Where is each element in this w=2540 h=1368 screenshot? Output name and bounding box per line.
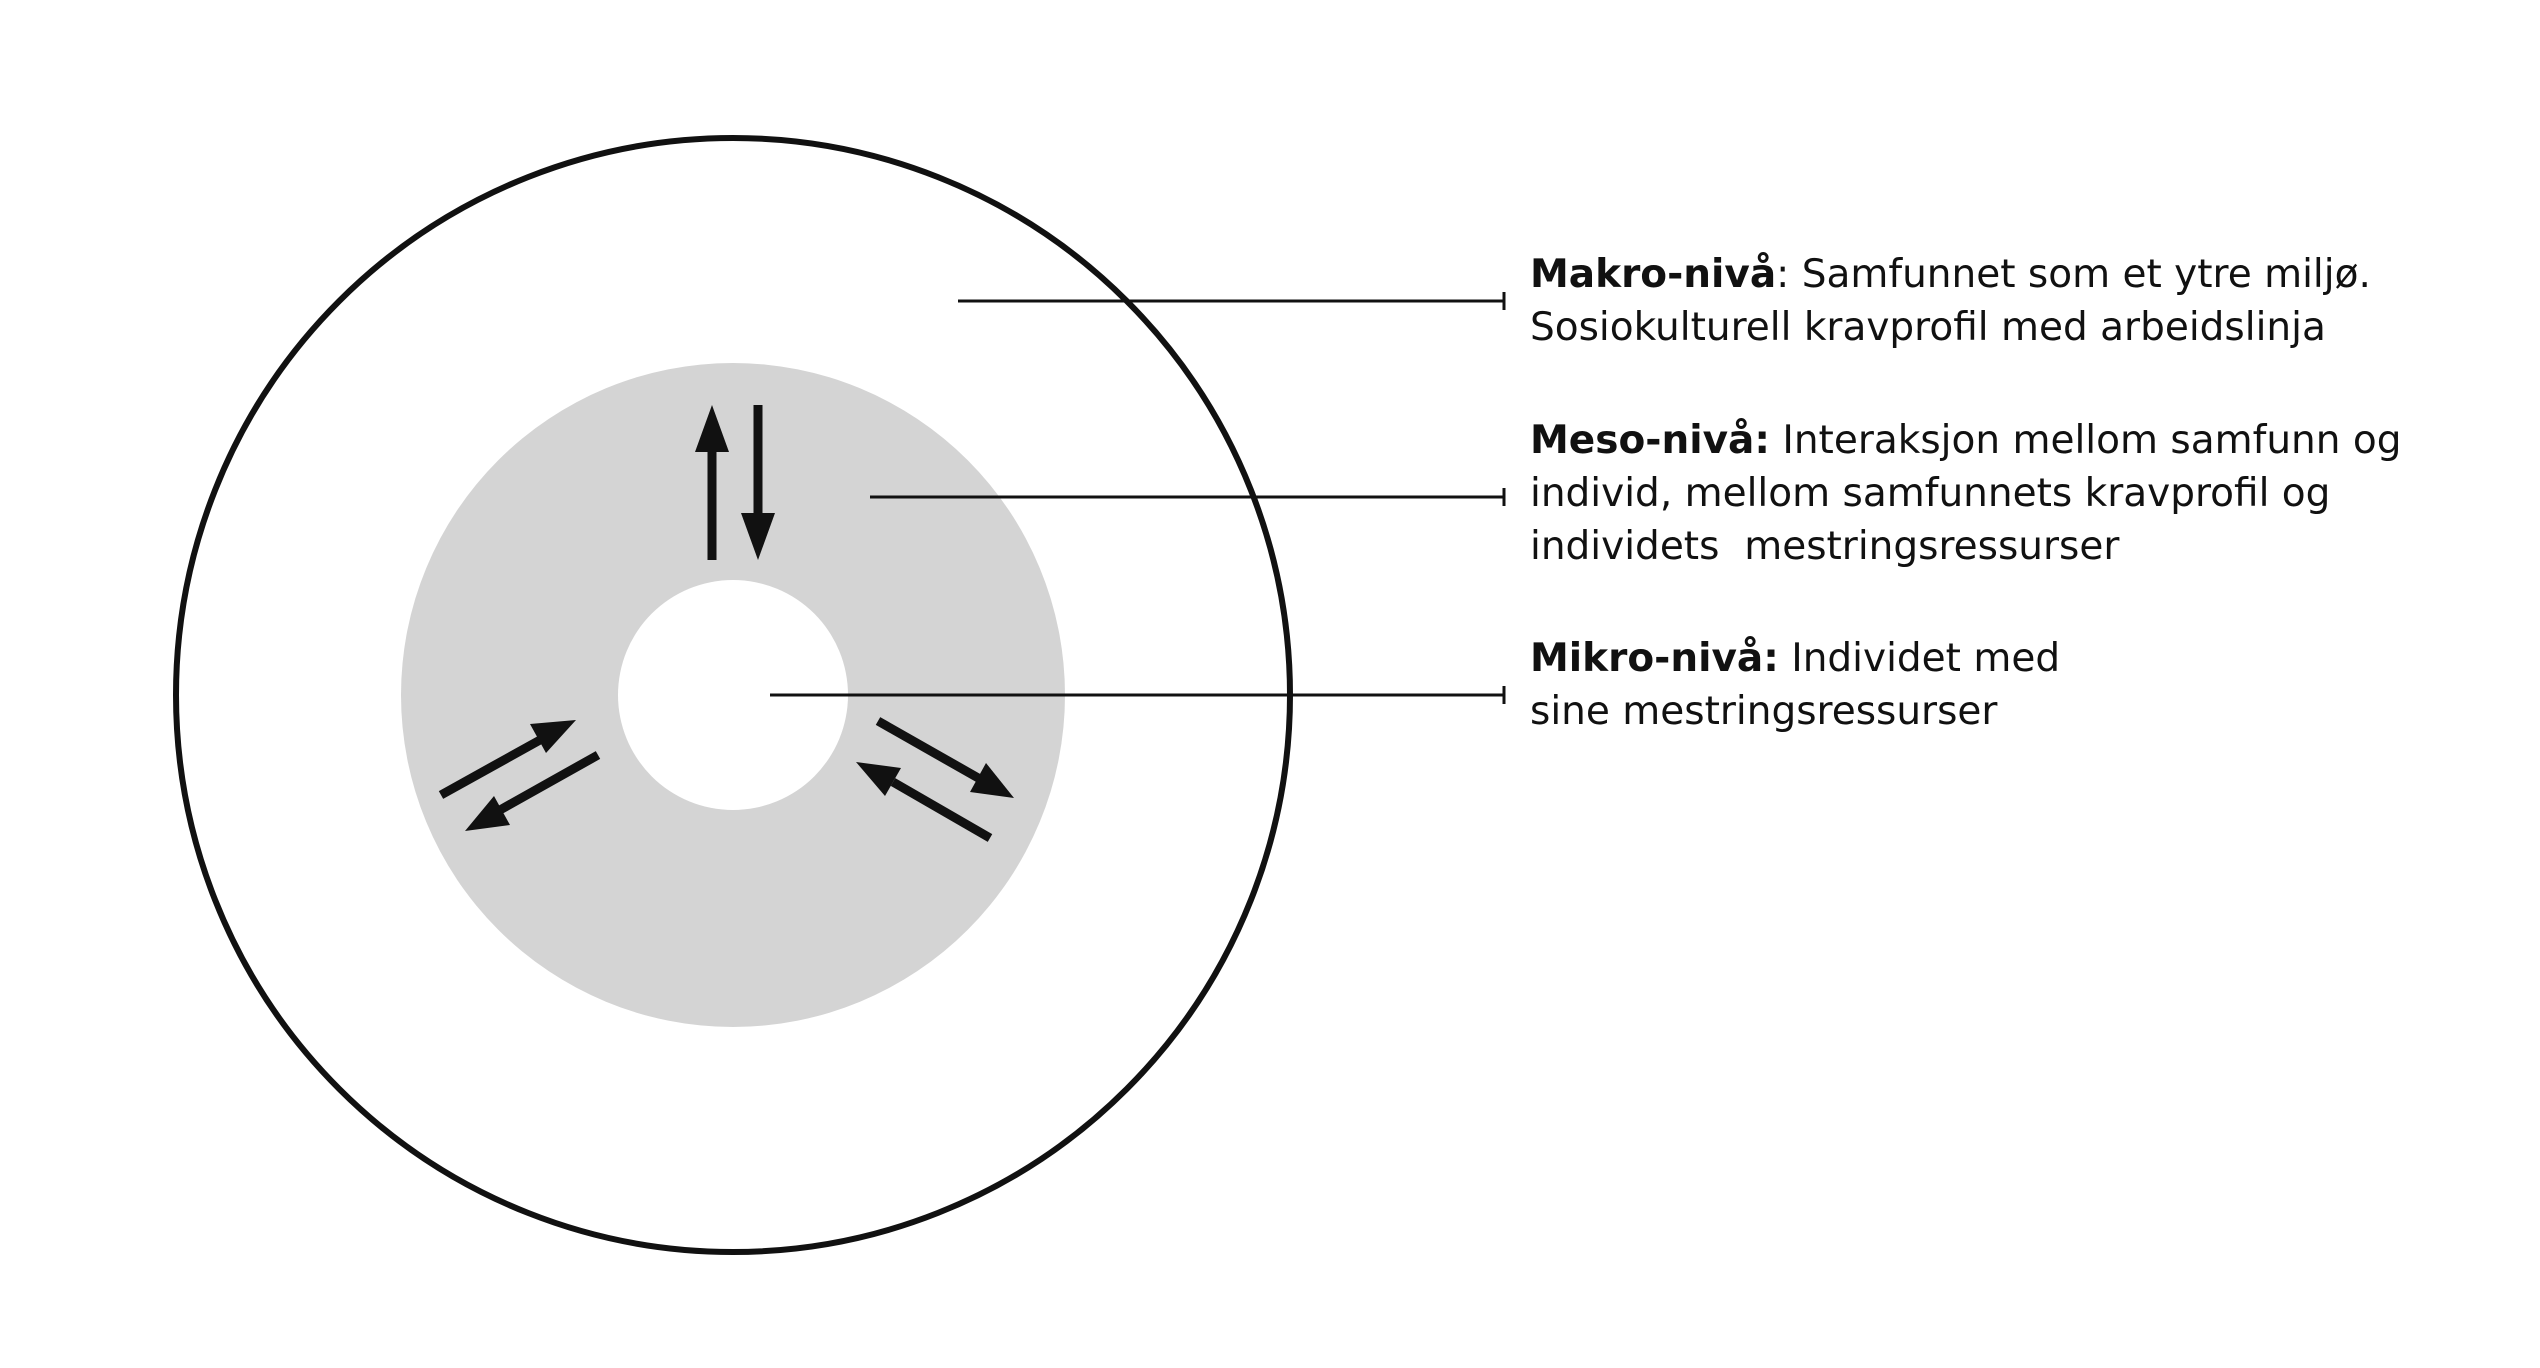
arrow-up-icon xyxy=(695,405,729,560)
arrow-pair-top xyxy=(695,405,775,560)
mikro-leader-line xyxy=(770,686,1506,704)
makro-text-2: Sosiokulturell kravprofil med arbeidslin… xyxy=(1530,305,2326,350)
mikro-text-2: sine mestringsressurser xyxy=(1530,689,1998,734)
mikro-text-1: Individet med xyxy=(1778,636,2061,681)
meso-text-1: Interaksjon mellom samfunn og xyxy=(1769,418,2402,463)
makro-leader-line xyxy=(958,292,1506,310)
arrow-down-right-icon xyxy=(875,717,1014,798)
meso-text-3: individets mestringsressurser xyxy=(1530,524,2120,569)
arrow-up-right-icon xyxy=(438,720,576,799)
makro-label: Makro-nivå: Samfunnet som et ytre miljø.… xyxy=(1530,248,2371,354)
mikro-circle xyxy=(618,580,848,810)
arrow-down-icon xyxy=(741,405,775,560)
meso-line-1: Meso-nivå: Interaksjon mellom samfunn og xyxy=(1530,414,2402,467)
meso-label: Meso-nivå: Interaksjon mellom samfunn og… xyxy=(1530,414,2402,573)
makro-title: Makro-nivå xyxy=(1530,252,1777,297)
meso-text-2: individ, mellom samfunnets kravprofil og xyxy=(1530,471,2331,516)
makro-text-1: Samfunnet som et ytre miljø. xyxy=(1789,252,2371,297)
mikro-label: Mikro-nivå: Individet med sine mestrings… xyxy=(1530,632,2060,738)
makro-line-1: Makro-nivå: Samfunnet som et ytre miljø. xyxy=(1530,248,2371,301)
arrow-down-left-icon xyxy=(465,751,601,831)
arrow-up-left-icon xyxy=(856,762,993,842)
mikro-line-1: Mikro-nivå: Individet med xyxy=(1530,632,2060,685)
arrow-pair-left xyxy=(438,720,601,831)
meso-leader-line xyxy=(870,488,1506,506)
meso-title: Meso-nivå: xyxy=(1530,418,1770,463)
makro-separator: : xyxy=(1776,252,1790,297)
mikro-title: Mikro-nivå: xyxy=(1530,636,1779,681)
arrow-pair-right xyxy=(856,717,1014,842)
